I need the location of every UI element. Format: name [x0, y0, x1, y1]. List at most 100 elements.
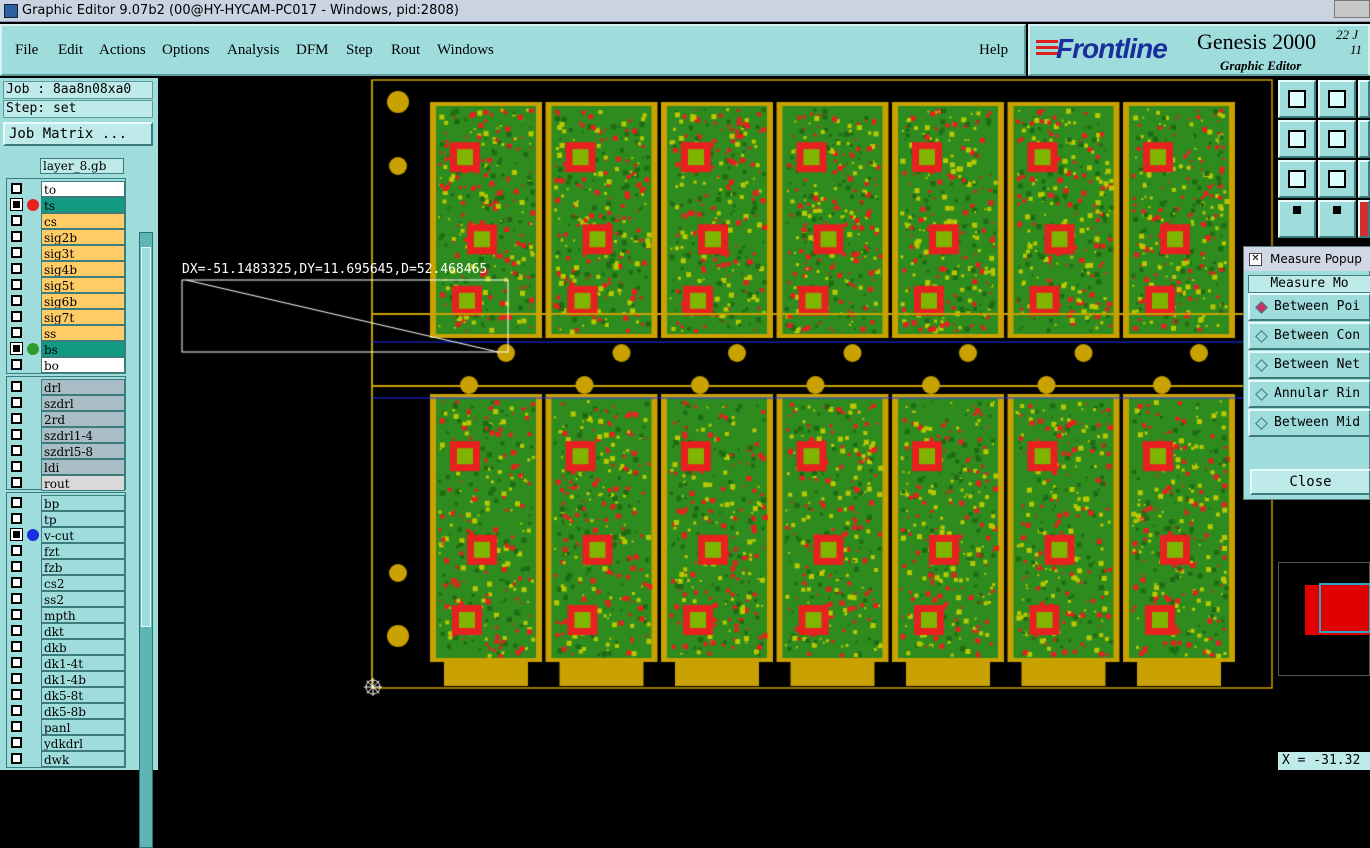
- layer-name[interactable]: fzt: [41, 543, 125, 559]
- layer-checkbox[interactable]: [11, 545, 22, 556]
- pan-down-button[interactable]: [1318, 80, 1356, 118]
- menu-options[interactable]: Options: [162, 42, 210, 58]
- layer-name[interactable]: rout: [41, 475, 125, 491]
- layer-checkbox[interactable]: [11, 513, 22, 524]
- layer-name[interactable]: szdrl: [41, 395, 125, 411]
- job-matrix-button[interactable]: Job Matrix ...: [3, 122, 153, 146]
- zoom-center-button[interactable]: [1318, 160, 1356, 198]
- menu-analysis[interactable]: Analysis: [227, 42, 280, 58]
- layer-name[interactable]: dwk: [41, 751, 125, 767]
- layer-checkbox[interactable]: [11, 183, 22, 194]
- measure-option-midpoints[interactable]: Between Mid: [1248, 409, 1370, 437]
- layer-name[interactable]: ldi: [41, 459, 125, 475]
- layer-checkbox[interactable]: [10, 342, 23, 355]
- layer-row-bs[interactable]: bs: [7, 341, 125, 357]
- layer-row-rout[interactable]: rout: [7, 475, 125, 491]
- layer-row-sig2b[interactable]: sig2b: [7, 229, 125, 245]
- layer-checkbox[interactable]: [11, 577, 22, 588]
- layer-name[interactable]: bo: [41, 357, 125, 373]
- layer-name[interactable]: szdrl5-8: [41, 443, 125, 459]
- close-button[interactable]: Close: [1250, 469, 1370, 495]
- layer-checkbox[interactable]: [11, 381, 22, 392]
- window-close-button[interactable]: [1334, 0, 1370, 18]
- layer-name[interactable]: dk1-4b: [41, 671, 125, 687]
- layer-row-ts[interactable]: ts: [7, 197, 125, 213]
- layer-row-ss2[interactable]: ss2: [7, 591, 125, 607]
- layer-checkbox[interactable]: [11, 413, 22, 424]
- layer-row-fzt[interactable]: fzt: [7, 543, 125, 559]
- measure-tool-button[interactable]: [1278, 200, 1316, 238]
- menu-windows[interactable]: Windows: [437, 42, 494, 58]
- tool-button-3[interactable]: [1358, 80, 1370, 118]
- layer-name[interactable]: sig7t: [41, 309, 125, 325]
- layer-name[interactable]: sig5t: [41, 277, 125, 293]
- layer-row-dk1-4t[interactable]: dk1-4t: [7, 655, 125, 671]
- layer-row-sig4b[interactable]: sig4b: [7, 261, 125, 277]
- layer-row-szdrl5-8[interactable]: szdrl5-8: [7, 443, 125, 459]
- layer-name[interactable]: 2rd: [41, 411, 125, 427]
- measure-option-nets[interactable]: Between Net: [1248, 351, 1370, 379]
- menu-dfm[interactable]: DFM: [296, 42, 329, 58]
- menu-help[interactable]: Help: [979, 42, 1009, 58]
- layer-row-to[interactable]: to: [7, 181, 125, 197]
- layer-row-bo[interactable]: bo: [7, 357, 125, 373]
- tool-button-12[interactable]: [1358, 200, 1370, 238]
- layer-name[interactable]: panl: [41, 719, 125, 735]
- layer-checkbox[interactable]: [11, 609, 22, 620]
- layer-checkbox[interactable]: [11, 311, 22, 322]
- layer-name[interactable]: sig3t: [41, 245, 125, 261]
- layer-checkbox[interactable]: [11, 327, 22, 338]
- layer-name[interactable]: tp: [41, 511, 125, 527]
- layer-row-2rd[interactable]: 2rd: [7, 411, 125, 427]
- layer-name[interactable]: szdrl1-4: [41, 427, 125, 443]
- layer-name[interactable]: fzb: [41, 559, 125, 575]
- layer-name[interactable]: sig6b: [41, 293, 125, 309]
- layer-checkbox[interactable]: [11, 593, 22, 604]
- board-canvas[interactable]: [158, 78, 1276, 770]
- layer-name[interactable]: dk5-8t: [41, 687, 125, 703]
- layer-checkbox[interactable]: [11, 215, 22, 226]
- layer-name[interactable]: v-cut: [41, 527, 125, 543]
- layer-row-drl[interactable]: drl: [7, 379, 125, 395]
- layer-checkbox[interactable]: [11, 561, 22, 572]
- layer-row-tp[interactable]: tp: [7, 511, 125, 527]
- layer-name[interactable]: sig4b: [41, 261, 125, 277]
- layer-row-sig7t[interactable]: sig7t: [7, 309, 125, 325]
- layer-name[interactable]: ts: [41, 197, 125, 213]
- pan-left-button[interactable]: [1278, 120, 1316, 158]
- layer-checkbox[interactable]: [11, 397, 22, 408]
- layer-row-bp[interactable]: bp: [7, 495, 125, 511]
- layer-checkbox[interactable]: [11, 231, 22, 242]
- layer-checkbox[interactable]: [11, 673, 22, 684]
- layer-name[interactable]: cs: [41, 213, 125, 229]
- layer-checkbox[interactable]: [10, 198, 23, 211]
- layer-name[interactable]: sig2b: [41, 229, 125, 245]
- layer-checkbox[interactable]: [11, 721, 22, 732]
- layer-checkbox[interactable]: [11, 753, 22, 764]
- layer-checkbox[interactable]: [11, 263, 22, 274]
- layer-checkbox[interactable]: [11, 641, 22, 652]
- menu-step[interactable]: Step: [346, 42, 373, 58]
- menu-file[interactable]: File: [15, 42, 39, 58]
- layer-checkbox[interactable]: [11, 445, 22, 456]
- selected-layer-dropdown[interactable]: layer_8.gb: [40, 158, 124, 174]
- pan-right-button[interactable]: [1318, 120, 1356, 158]
- layer-checkbox[interactable]: [11, 279, 22, 290]
- layer-row-sig6b[interactable]: sig6b: [7, 293, 125, 309]
- layer-name[interactable]: bp: [41, 495, 125, 511]
- layer-row-ydkdrl[interactable]: ydkdrl: [7, 735, 125, 751]
- layer-row-cs[interactable]: cs: [7, 213, 125, 229]
- layer-row-v-cut[interactable]: v-cut: [7, 527, 125, 543]
- menu-rout[interactable]: Rout: [391, 42, 421, 58]
- layer-row-panl[interactable]: panl: [7, 719, 125, 735]
- layer-name[interactable]: drl: [41, 379, 125, 395]
- layer-checkbox[interactable]: [11, 737, 22, 748]
- layer-checkbox[interactable]: [11, 295, 22, 306]
- layer-name[interactable]: cs2: [41, 575, 125, 591]
- layer-scrollbar[interactable]: [139, 232, 153, 848]
- layer-row-sig3t[interactable]: sig3t: [7, 245, 125, 261]
- layer-row-dkb[interactable]: dkb: [7, 639, 125, 655]
- layer-checkbox[interactable]: [11, 429, 22, 440]
- layer-checkbox[interactable]: [11, 477, 22, 488]
- layer-checkbox[interactable]: [11, 625, 22, 636]
